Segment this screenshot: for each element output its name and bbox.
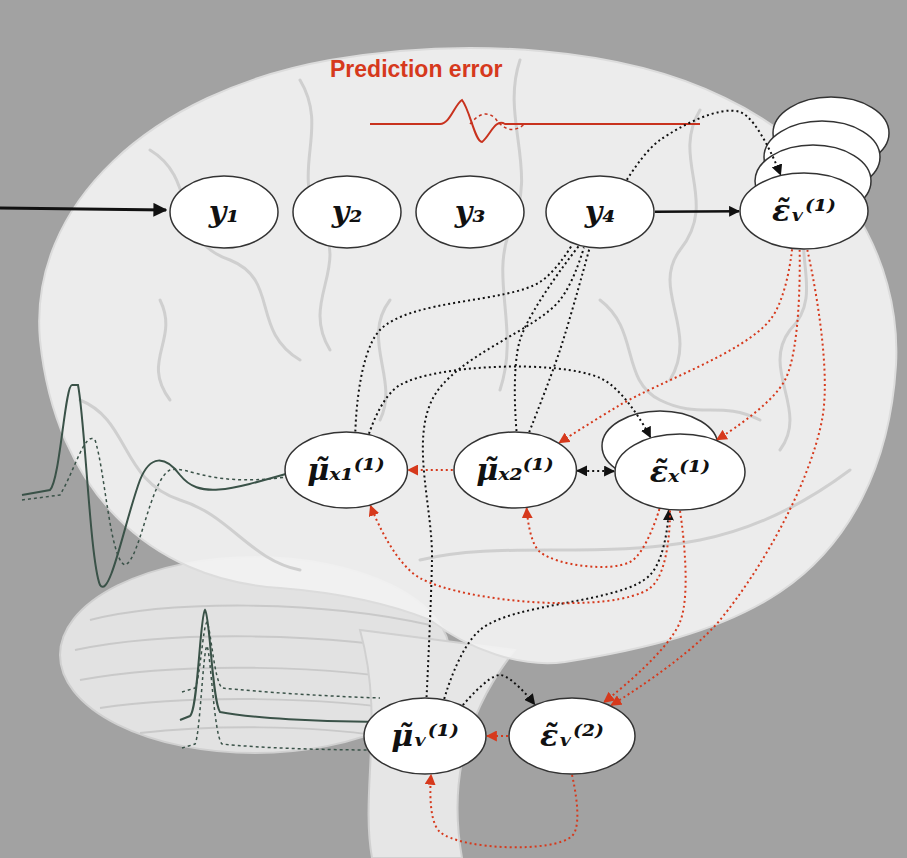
node-label: ε̃ᵥ⁽¹⁾ <box>772 193 836 229</box>
connector <box>487 735 508 737</box>
annotation-label: Prediction error <box>330 56 503 83</box>
node-label: ε̃ₓ⁽¹⁾ <box>650 454 711 490</box>
ellipse-shape <box>170 176 278 248</box>
connector <box>430 775 577 848</box>
unit-ellipse: y₂ <box>292 175 402 249</box>
unit-ellipse: y₁ <box>169 175 279 249</box>
connector <box>655 210 739 213</box>
waveform <box>22 438 300 565</box>
connector <box>423 247 584 697</box>
folium <box>140 727 380 736</box>
node-label: μ̃ₓ₂⁽¹⁾ <box>476 452 553 488</box>
input-arrow <box>0 208 166 210</box>
connector <box>369 366 650 437</box>
unit-ellipse: μ̃ₓ₂⁽¹⁾ <box>453 431 577 509</box>
node-label: μ̃ᵥ⁽¹⁾ <box>391 718 459 754</box>
node-label: y₃ <box>455 194 486 230</box>
connector <box>444 510 669 698</box>
ellipse-shape <box>509 698 635 774</box>
folium <box>90 606 430 625</box>
stacked-units <box>602 97 889 481</box>
ellipse-shape <box>740 173 868 249</box>
ellipse-shape <box>615 434 745 510</box>
unit-ellipse: y₄ <box>545 175 655 249</box>
gyri <box>80 60 850 570</box>
unit-ellipse: ε̃ᵥ⁽¹⁾ <box>739 172 869 250</box>
sulcus <box>158 300 170 400</box>
brainstem <box>360 630 515 858</box>
connector <box>371 506 670 603</box>
connector <box>577 470 614 472</box>
node-label: y₁ <box>209 194 240 230</box>
node-label: y₂ <box>332 194 363 230</box>
connector <box>529 248 589 432</box>
error-waveform <box>470 114 525 129</box>
connector <box>408 469 453 471</box>
unit-ellipse: y₃ <box>415 175 525 249</box>
signal-traces <box>22 100 700 750</box>
connector <box>627 111 781 180</box>
waveform <box>182 646 380 750</box>
connector <box>604 511 686 702</box>
node-label: μ̃ₓ₁⁽¹⁾ <box>307 452 384 488</box>
connector <box>611 250 825 705</box>
sulcus <box>600 300 760 420</box>
ellipse-shape <box>546 176 654 248</box>
sulcus <box>150 150 300 360</box>
connector <box>463 675 535 705</box>
node-label: y₄ <box>585 194 616 230</box>
connector <box>717 250 800 440</box>
waveform <box>22 385 300 587</box>
unit-ellipse: ε̃ₓ⁽¹⁾ <box>614 433 746 511</box>
ellipse-shape <box>285 432 407 508</box>
waveform <box>182 622 380 698</box>
unit-ellipse: ε̃ᵥ⁽²⁾ <box>508 697 636 775</box>
connector <box>515 246 579 431</box>
ellipse-shape <box>364 698 486 774</box>
node-label: ε̃ᵥ⁽²⁾ <box>540 718 604 754</box>
sulcus <box>670 110 700 380</box>
cerebrum <box>39 48 896 663</box>
unit-ellipse: μ̃ₓ₁⁽¹⁾ <box>284 431 408 509</box>
error-waveform <box>370 100 700 142</box>
connector <box>559 249 792 442</box>
unit-ellipse: μ̃ᵥ⁽¹⁾ <box>363 697 487 775</box>
ellipse-shape <box>293 176 401 248</box>
ellipse-shape <box>416 176 524 248</box>
ellipse-shape <box>454 432 576 508</box>
connector <box>527 508 660 567</box>
